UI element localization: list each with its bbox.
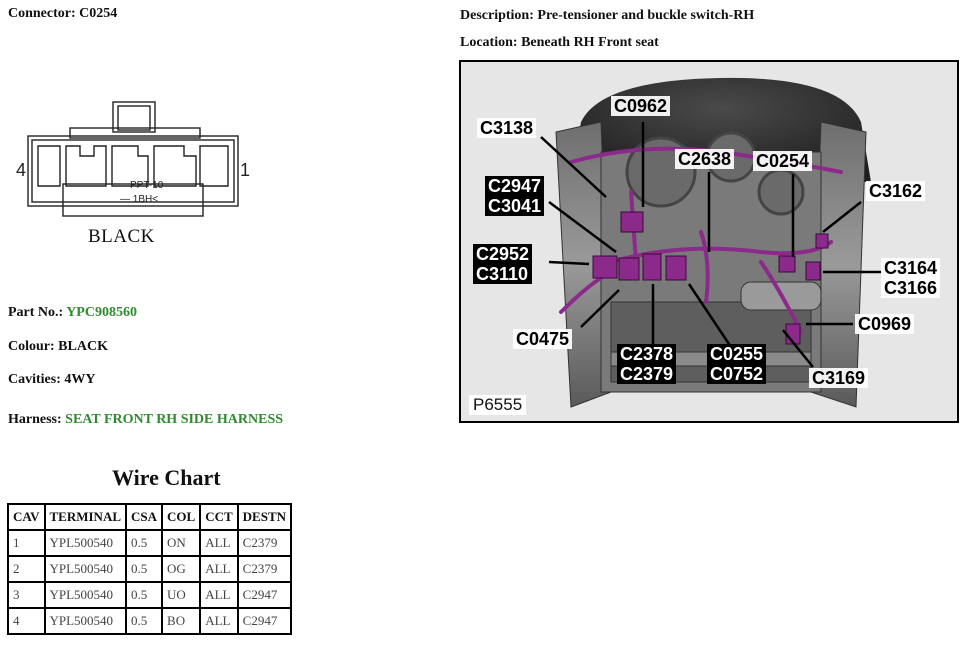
callout-c3138: C3138 (477, 118, 537, 138)
callout-c0962: C0962 (611, 96, 671, 116)
cell-cct: ALL (199, 581, 239, 609)
cell-destn: C2379 (236, 555, 293, 583)
wire-chart-table: CAV TERMINAL CSA COL CCT DESTN 1 YPL5005… (7, 503, 293, 635)
cell-terminal: YPL500540 (43, 529, 128, 557)
cell-cav: 1 (7, 529, 46, 557)
callout-c0969: C0969 (855, 314, 915, 334)
wire-chart-header-row: CAV TERMINAL CSA COL CCT DESTN (7, 503, 293, 531)
callout-c0255-c0752: C0255 C0752 (707, 344, 767, 384)
cell-csa: 0.5 (125, 581, 164, 609)
colour-label: Colour: (8, 339, 55, 354)
image-reference-number: P6555 (469, 395, 527, 415)
face-text-1: PPT-10 (130, 180, 164, 191)
cell-cct: ALL (199, 529, 239, 557)
header-csa: CSA (125, 503, 164, 531)
cell-cav: 4 (7, 607, 46, 635)
cell-csa: 0.5 (125, 529, 164, 557)
harness-link[interactable]: SEAT FRONT RH SIDE HARNESS (65, 412, 284, 427)
cell-destn: C2947 (236, 607, 293, 635)
location-label: Location: (460, 35, 518, 50)
cell-cav: 3 (7, 581, 46, 609)
cell-col: OG (161, 555, 202, 583)
cavities-value: 4WY (64, 372, 96, 387)
harness-row: Harness: SEAT FRONT RH SIDE HARNESS (8, 412, 283, 428)
connector-colour-caption: BLACK (88, 226, 155, 247)
header-cct: CCT (199, 503, 239, 531)
wire-chart-title: Wire Chart (112, 465, 221, 490)
cell-terminal: YPL500540 (43, 555, 128, 583)
callout-c3164-c3166: C3164 C3166 (881, 258, 941, 298)
callout-c3169: C3169 (809, 368, 869, 388)
colour-row: Colour: BLACK (8, 339, 108, 355)
table-row: 2 YPL500540 0.5 OG ALL C2379 (7, 555, 293, 583)
description-value: Pre-tensioner and buckle switch-RH (537, 8, 755, 23)
callout-c2378-c2379: C2378 C2379 (617, 344, 677, 384)
cell-cav: 2 (7, 555, 46, 583)
location-illustration: C3138 C0962 C2638 C0254 C3162 C2947 C304… (459, 60, 959, 423)
face-text-2: — 1BH< (120, 194, 158, 205)
harness-label: Harness: (8, 412, 62, 427)
part-no-link[interactable]: YPC908560 (66, 305, 137, 320)
cavities-label: Cavities: (8, 372, 61, 387)
cell-col: UO (161, 581, 202, 609)
part-no-label: Part No.: (8, 305, 64, 320)
callout-c2638: C2638 (675, 149, 735, 169)
pin-label-right: 1 (240, 160, 250, 180)
part-no-row: Part No.: YPC908560 (8, 305, 137, 321)
cell-csa: 0.5 (125, 555, 164, 583)
cell-cct: ALL (199, 607, 239, 635)
cell-terminal: YPL500540 (43, 581, 128, 609)
connector-face-diagram: 4 1 PPT-10 — 1BH< (16, 101, 250, 217)
table-row: 4 YPL500540 0.5 BO ALL C2947 (7, 607, 293, 635)
callout-c2947-c3041: C2947 C3041 (485, 176, 545, 216)
header-cav: CAV (7, 503, 46, 531)
cell-terminal: YPL500540 (43, 607, 128, 635)
cavities-row: Cavities: 4WY (8, 372, 96, 388)
cell-col: BO (161, 607, 202, 635)
colour-value: BLACK (58, 339, 108, 354)
cell-cct: ALL (199, 555, 239, 583)
callout-c3162: C3162 (866, 181, 926, 201)
header-destn: DESTN (236, 503, 293, 531)
table-row: 3 YPL500540 0.5 UO ALL C2947 (7, 581, 293, 609)
cell-csa: 0.5 (125, 607, 164, 635)
description-label: Description: (460, 8, 534, 23)
callout-c0254: C0254 (753, 151, 813, 171)
pin-label-left: 4 (16, 160, 26, 180)
table-row: 1 YPL500540 0.5 ON ALL C2379 (7, 529, 293, 557)
cell-destn: C2379 (236, 529, 293, 557)
header-col: COL (161, 503, 202, 531)
description-row: Description: Pre-tensioner and buckle sw… (460, 8, 754, 24)
connector-value: C0254 (79, 6, 118, 21)
callout-c2952-c3110: C2952 C3110 (473, 244, 533, 284)
connector-label: Connector: (8, 6, 76, 21)
cell-col: ON (161, 529, 202, 557)
connector-heading: Connector: C0254 (8, 6, 117, 22)
cell-destn: C2947 (236, 581, 293, 609)
callout-c0475: C0475 (513, 329, 573, 349)
header-terminal: TERMINAL (43, 503, 128, 531)
location-value: Beneath RH Front seat (521, 35, 659, 50)
location-row: Location: Beneath RH Front seat (460, 35, 659, 51)
